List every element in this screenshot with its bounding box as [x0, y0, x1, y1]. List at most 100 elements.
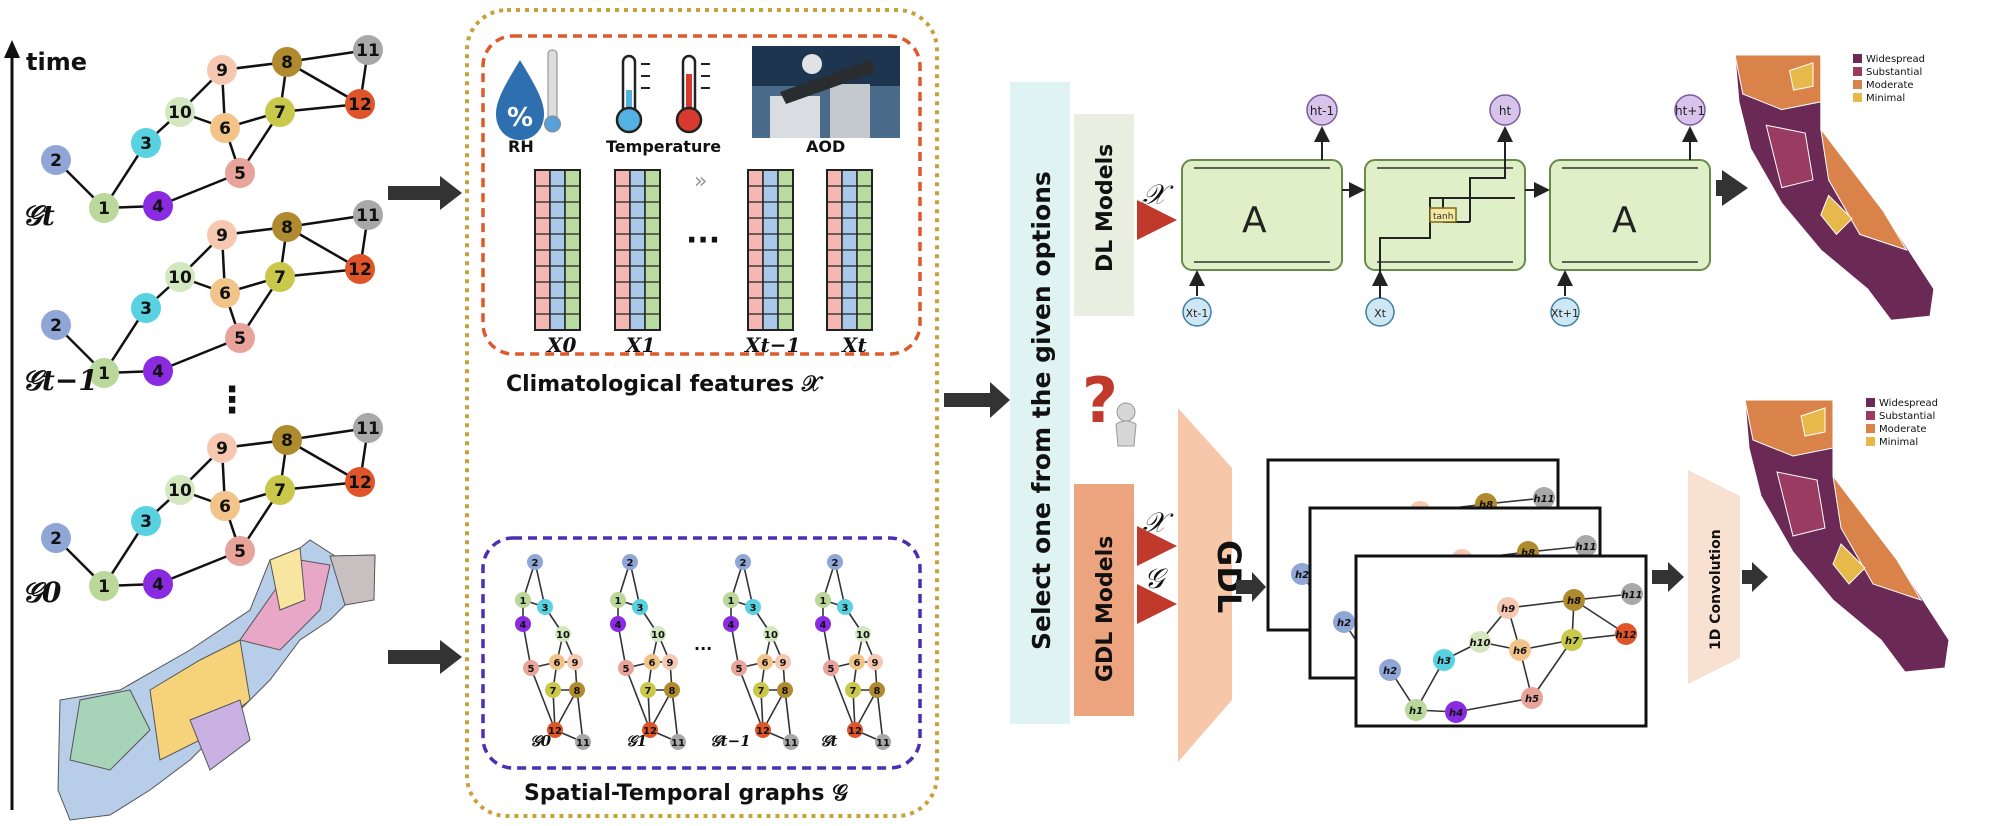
small-graph-node-label: 3	[842, 603, 849, 614]
graph-node-label: 7	[274, 103, 286, 123]
embedding-node	[1575, 535, 1597, 557]
small-graph-label-t: 𝒢t	[820, 732, 838, 750]
small-graph-node	[610, 616, 626, 632]
small-graph-node-label: 7	[850, 686, 857, 697]
lstm-cell-label-3: A	[1612, 200, 1637, 241]
small-graph-node-label: 9	[872, 658, 879, 669]
graph-node-label: 12	[348, 260, 372, 280]
graph-node-10	[165, 97, 195, 127]
x-symbol-dl: 𝒳	[1142, 178, 1174, 211]
embedding-node-label: h5	[1525, 694, 1539, 705]
thermometer-icon	[615, 54, 710, 134]
small-graph-node	[823, 660, 839, 676]
small-graph-node-label: 3	[637, 603, 644, 614]
dl-models-label: DL Models	[1093, 144, 1118, 272]
small-graph-node-label: 4	[520, 620, 527, 631]
embedding-node	[1497, 597, 1519, 619]
arrow-to-map-bottom	[1742, 562, 1768, 592]
graph-node-1	[89, 193, 119, 223]
hidden-state-node	[1306, 94, 1338, 126]
embedding-node-label: h10	[1469, 638, 1490, 649]
legend-bottom: Widespread Substantial Moderate Minimal	[1866, 398, 1938, 448]
lstm-cell-label-1: A	[1242, 200, 1267, 241]
legend-moderate: Moderate	[1879, 424, 1927, 435]
small-graph-node-label: 3	[542, 603, 549, 614]
feature-matrix-3	[826, 169, 873, 331]
small-graph-node-label: 11	[576, 738, 590, 749]
embedding-node	[1621, 583, 1643, 605]
legend-top: Widespread Substantial Moderate Minimal	[1853, 54, 1925, 104]
small-graph-node	[735, 554, 751, 570]
input-node	[1550, 297, 1580, 327]
arrow-to-map-top	[1716, 170, 1748, 206]
gdl-models-panel[interactable]	[1074, 484, 1134, 716]
small-graph-node-label: 9	[667, 658, 674, 669]
graph-node-3	[131, 293, 161, 323]
dl-models-panel[interactable]	[1074, 114, 1134, 316]
risk-map-bottom	[1744, 399, 1950, 673]
graph-node-label: 1	[98, 364, 110, 384]
embedding-node-label: h8	[1567, 596, 1581, 607]
small-graph-node	[547, 722, 563, 738]
small-graph-node	[642, 722, 658, 738]
small-graph-node-label: 12	[548, 726, 562, 737]
small-graph-node	[845, 682, 861, 698]
graph-node-label: 8	[281, 431, 293, 451]
graph-node-5	[225, 536, 255, 566]
graph-node-label: 7	[274, 481, 286, 501]
embedding-node-label: h4	[1449, 708, 1463, 719]
embedding-node	[1333, 611, 1355, 633]
graph-node-label: 9	[216, 226, 228, 246]
small-graph-node	[632, 599, 648, 615]
small-graph-node	[527, 554, 543, 570]
small-graph-node-label: 12	[643, 726, 657, 737]
small-graph-node-label: 9	[572, 658, 579, 669]
small-graph-node	[775, 654, 791, 670]
graph-node-2	[41, 523, 71, 553]
embedding-node-label: h12	[1615, 630, 1636, 641]
small-graph-node-label: 7	[645, 686, 652, 697]
small-graph-node-label: 7	[550, 686, 557, 697]
small-graph-node	[664, 682, 680, 698]
small-graph-node-label: 10	[856, 630, 870, 641]
graph-node-label: 2	[50, 529, 62, 549]
lstm-cell-2	[1549, 159, 1711, 271]
svg-text:tanh: tanh	[1433, 212, 1453, 222]
small-graph-node-label: 8	[669, 686, 676, 697]
embedding-node-label: h2	[1337, 618, 1351, 629]
x-symbol-gdl: 𝒳	[1142, 506, 1174, 539]
feature-matrix-2	[747, 169, 794, 331]
graph-node-8	[272, 425, 302, 455]
small-graph-node	[644, 654, 660, 670]
time-label: time	[26, 48, 87, 76]
small-graph-node-label: 5	[736, 664, 743, 675]
embedding-node-label: h2	[1295, 570, 1309, 581]
g-symbol-gdl: 𝒢	[1144, 562, 1168, 595]
embedding-node-label: h6	[1513, 646, 1527, 657]
small-graph-node	[867, 654, 883, 670]
small-graph-node	[515, 616, 531, 632]
graph-node-4	[143, 569, 173, 599]
embedding-node	[1561, 629, 1583, 651]
graph-node-label: 4	[152, 362, 164, 382]
svg-text:?: ?	[1082, 364, 1118, 437]
hidden-state-label: ht+1	[1675, 104, 1705, 118]
small-graph-node-label: 11	[876, 738, 890, 749]
feature-matrices	[534, 169, 873, 331]
small-graph-node-label: 5	[528, 664, 535, 675]
small-graph-node-label: 6	[762, 658, 769, 669]
feature-matrix-1	[614, 169, 661, 331]
hidden-state-node	[1674, 94, 1706, 126]
embedding-node	[1405, 699, 1427, 721]
embedding-node-label: h11	[1575, 542, 1596, 553]
small-graph-node	[549, 654, 565, 670]
small-graph-node	[640, 682, 656, 698]
small-graph-node	[723, 592, 739, 608]
small-graph-node	[755, 722, 771, 738]
input-label: Xt+1	[1551, 307, 1579, 320]
embedding-node	[1445, 701, 1467, 723]
small-graph-node	[618, 660, 634, 676]
